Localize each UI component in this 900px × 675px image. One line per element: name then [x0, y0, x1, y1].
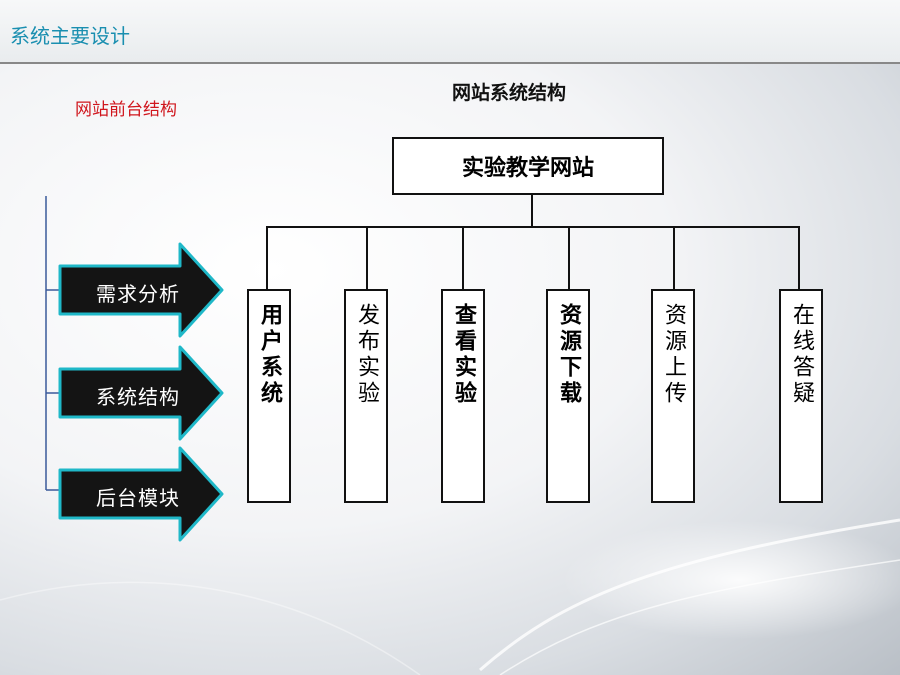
child-node-label: 用户系统	[257, 303, 282, 407]
connector-child-6	[798, 226, 800, 289]
section-label: 网站前台结构	[75, 100, 177, 120]
nav-arrow-requirements[interactable]: 需求分析	[96, 282, 180, 306]
connector-root-down	[531, 195, 533, 227]
connector-child-5	[673, 226, 675, 289]
header-bar: 系统主要设计	[0, 0, 900, 64]
connector-horizontal	[266, 226, 800, 228]
diagram-title: 网站系统结构	[452, 82, 567, 104]
slide-title: 系统主要设计	[10, 24, 130, 48]
child-node-resource-upload: 资源上传	[651, 289, 695, 503]
background-glow	[560, 520, 900, 640]
child-node-publish-experiment: 发布实验	[344, 289, 388, 503]
connector-child-4	[568, 226, 570, 289]
root-node-label: 实验教学网站	[461, 156, 594, 181]
child-node-label: 在线答疑	[789, 303, 814, 407]
child-node-online-qa: 在线答疑	[779, 289, 823, 503]
child-node-label: 资源下载	[556, 303, 581, 407]
connector-child-2	[366, 226, 368, 289]
child-node-label: 查看实验	[451, 303, 476, 407]
child-node-label: 资源上传	[661, 303, 686, 407]
root-node: 实验教学网站	[392, 137, 664, 195]
connector-child-1	[266, 226, 268, 289]
child-node-user-system: 用户系统	[247, 289, 291, 503]
child-node-label: 发布实验	[354, 303, 379, 407]
nav-arrow-backend[interactable]: 后台模块	[96, 486, 180, 510]
child-node-resource-download: 资源下载	[546, 289, 590, 503]
nav-arrow-structure[interactable]: 系统结构	[96, 385, 180, 409]
child-node-view-experiment: 查看实验	[441, 289, 485, 503]
connector-child-3	[462, 226, 464, 289]
nav-bracket	[45, 196, 80, 495]
